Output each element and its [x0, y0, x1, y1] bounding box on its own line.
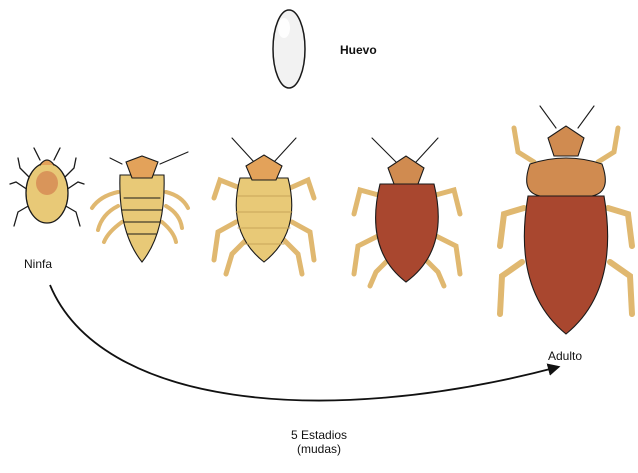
nymph-bug	[10, 148, 84, 226]
molts-arrow	[50, 285, 558, 401]
stages-label-line1: 5 Estadios	[291, 428, 347, 442]
adult-label: Adulto	[548, 349, 582, 363]
stages-label: 5 Estadios (mudas)	[291, 428, 347, 456]
instar-2-bug	[92, 152, 188, 262]
instar-3-bug	[214, 138, 314, 274]
egg-icon	[273, 10, 305, 88]
nymph-label: Ninfa	[24, 257, 52, 271]
instar-4-bug	[354, 138, 460, 286]
stages-label-line2: (mudas)	[291, 442, 347, 456]
adult-bug	[500, 106, 632, 334]
egg-label: Huevo	[340, 43, 377, 57]
